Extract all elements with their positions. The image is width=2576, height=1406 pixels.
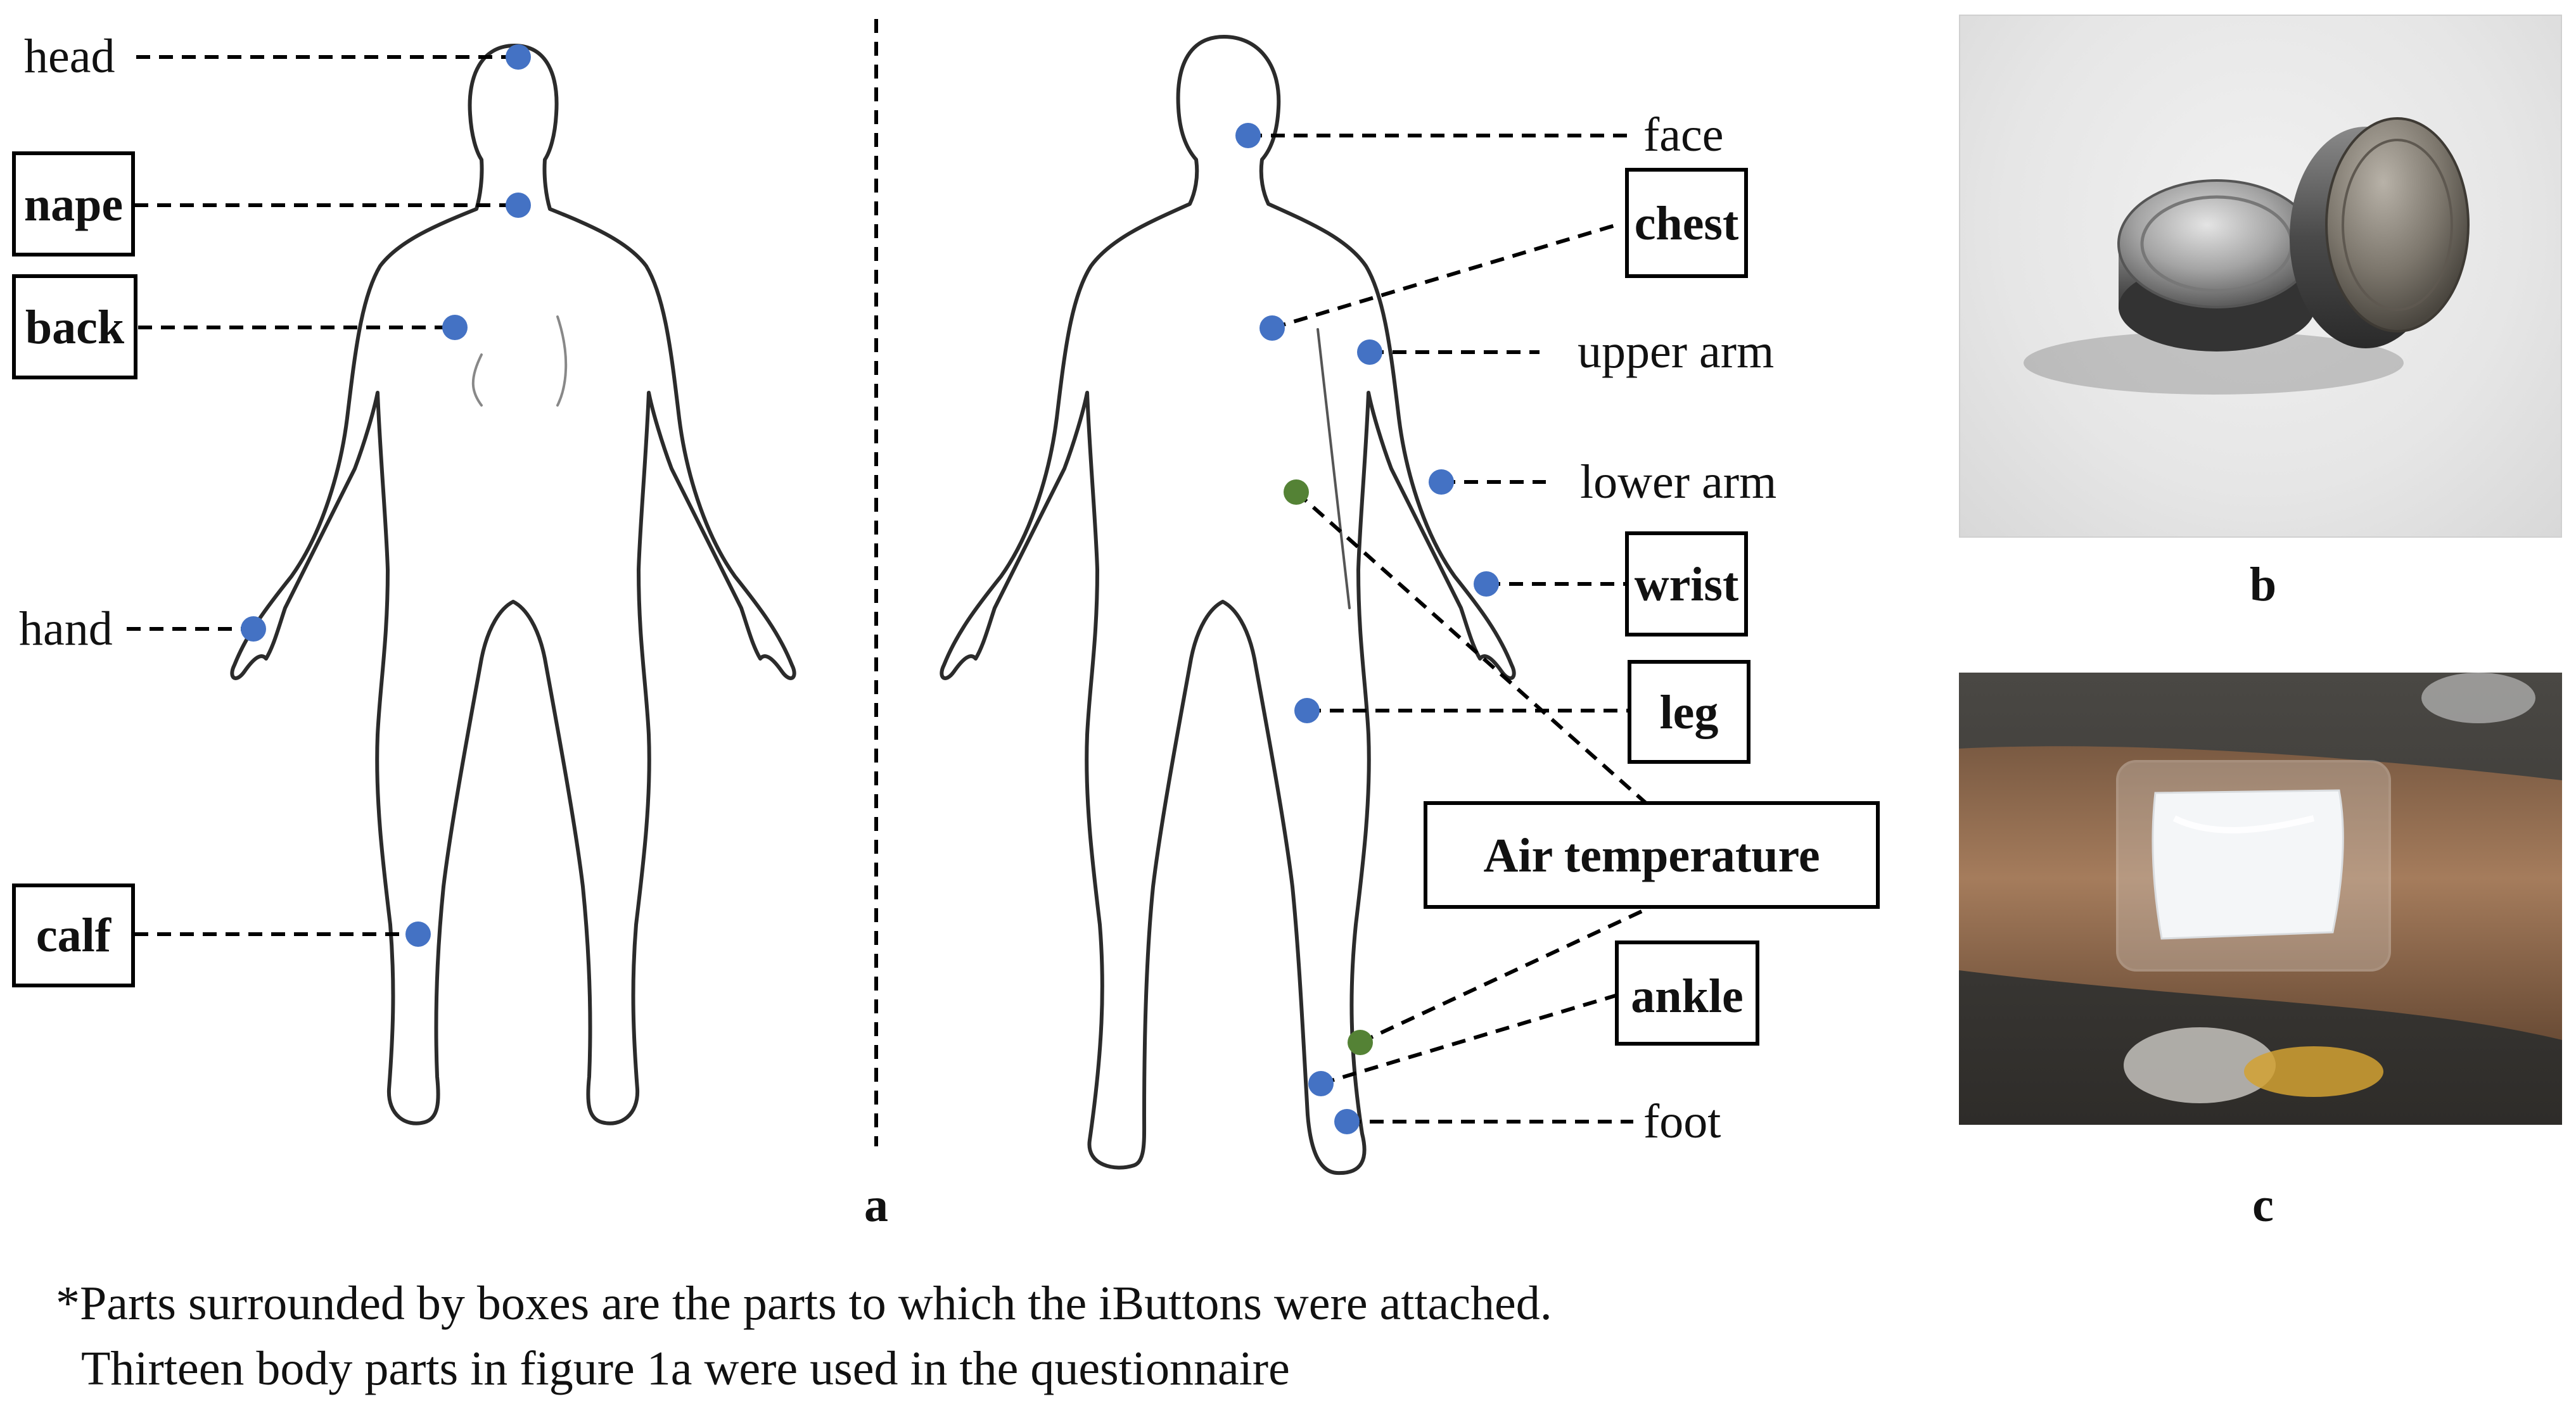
label-air-temperature: Air temperature bbox=[1483, 829, 1820, 882]
label-lower-arm: lower arm bbox=[1580, 455, 1776, 509]
label-leg: leg bbox=[1660, 686, 1719, 739]
point-air-lower bbox=[1348, 1030, 1373, 1055]
photo-sensor-on-wrist bbox=[1959, 673, 2562, 1125]
point-wrist bbox=[1474, 571, 1499, 597]
point-lower-arm bbox=[1429, 469, 1454, 495]
panel-label-a: a bbox=[864, 1179, 888, 1232]
point-ankle bbox=[1308, 1071, 1334, 1096]
footnote-line-2: Thirteen body parts in figure 1a were us… bbox=[81, 1342, 1290, 1395]
leader-lines bbox=[127, 55, 1651, 1124]
measurement-points bbox=[241, 44, 1499, 1134]
point-face bbox=[1235, 123, 1261, 148]
point-leg bbox=[1294, 698, 1320, 723]
label-wrist: wrist bbox=[1635, 558, 1739, 611]
point-back bbox=[442, 315, 468, 340]
label-boxes bbox=[12, 151, 1880, 1046]
point-foot bbox=[1334, 1109, 1360, 1134]
label-face: face bbox=[1643, 108, 1724, 162]
label-hand: hand bbox=[19, 602, 113, 656]
label-back: back bbox=[25, 301, 125, 354]
point-head bbox=[506, 44, 531, 70]
label-foot: foot bbox=[1643, 1095, 1721, 1148]
point-nape bbox=[506, 193, 531, 218]
ibutton-illustration bbox=[2024, 117, 2470, 395]
photo-ibutton-sensors bbox=[1959, 15, 2562, 538]
point-calf bbox=[405, 922, 431, 947]
label-ankle: ankle bbox=[1631, 970, 1743, 1023]
body-outline-back bbox=[230, 44, 796, 1125]
label-calf: calf bbox=[36, 909, 112, 962]
body-outline-front bbox=[940, 35, 1516, 1175]
footnote-line-1: *Parts surrounded by boxes are the parts… bbox=[56, 1277, 1552, 1330]
wrist-illustration bbox=[1959, 673, 2562, 1125]
point-chest bbox=[1259, 315, 1285, 341]
label-head: head bbox=[24, 30, 115, 83]
label-upper-arm: upper arm bbox=[1578, 325, 1774, 378]
labels: head nape back hand calf face chest uppe… bbox=[19, 30, 2276, 1232]
point-air-upper bbox=[1284, 479, 1309, 505]
label-chest: chest bbox=[1635, 197, 1739, 250]
label-nape: nape bbox=[24, 178, 123, 231]
point-upper-arm bbox=[1357, 339, 1382, 365]
panel-label-b: b bbox=[2250, 558, 2276, 611]
point-hand bbox=[241, 616, 266, 642]
panel-label-c: c bbox=[2252, 1179, 2274, 1232]
